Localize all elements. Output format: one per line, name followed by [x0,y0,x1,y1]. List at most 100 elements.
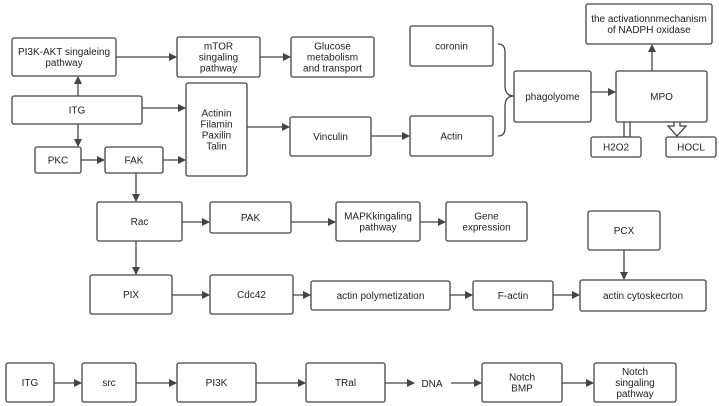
node-label-actinin: Paxilin [202,130,231,141]
node-box-gene [445,201,528,242]
node-pcx: PCX [587,210,661,251]
node-actin: Actin [409,115,494,157]
node-label-glucose: Glucose [314,41,351,52]
free-label-dna: DNA [421,379,442,390]
node-box-tral [305,362,386,403]
node-label-actinin: Actinin [201,108,231,119]
node-box-phagolyome [513,70,592,123]
node-label-pak: PAK [241,213,261,224]
node-box-hocl [665,136,717,158]
node-box-mpo [615,70,708,123]
node-label-mtor: singaling [199,52,238,63]
node-box-pkc [34,146,82,174]
node-label-notch_bmp: Notch [509,372,535,383]
node-box-notch_bmp [481,362,563,403]
node-h2o2: H2O2 [590,136,642,158]
node-cdc42: Cdc42 [209,274,294,315]
node-label-rac: Rac [131,217,149,228]
node-label-gene: expression [462,222,510,233]
node-src: src [81,362,137,403]
node-label-notch_path: singaling [615,378,654,389]
node-box-pix [89,274,173,315]
node-label-notch_path: pathway [616,389,653,400]
node-label-fak: FAK [125,155,144,166]
bracket-coronin-actin [497,43,515,137]
node-itg_top: ITG [11,95,143,125]
node-box-actinin [185,82,248,177]
edges-layer [54,44,656,387]
node-label-pix: PIX [123,290,139,301]
node-box-h2o2 [590,136,642,158]
node-label-cytosk: actin cytoskecrton [603,291,683,302]
node-tral: TRal [305,362,386,403]
node-box-coronin [409,25,494,67]
node-box-itg_top [11,95,143,125]
node-label-tral: TRal [335,378,356,389]
node-label-coronin: coronin [435,41,468,52]
node-label-notch_path: Notch [622,367,648,378]
node-box-rac [96,201,183,242]
node-pkc: PKC [34,146,82,174]
node-box-mtor [176,36,261,78]
node-fak: FAK [104,146,164,174]
node-rac: Rac [96,201,183,242]
node-mpo: MPO [615,70,708,123]
node-label-actin_poly: actin polymetization [337,291,425,302]
node-box-glucose [290,36,375,78]
node-box-src [81,362,137,403]
node-pix: PIX [89,274,173,315]
node-cytosk: actin cytoskecrton [579,279,707,312]
node-phagolyome: phagolyome [513,70,592,123]
node-factin: F-actin [472,280,554,311]
node-box-notch_path [593,362,677,403]
node-label-mtor: pathway [200,63,237,74]
node-box-cdc42 [209,274,294,315]
node-box-actin [409,115,494,157]
node-actin_poly: actin polymetization [310,280,451,311]
node-label-mapk: pathway [359,222,396,233]
labels-layer: DNA [421,379,442,390]
node-vinculin: Vinculin [289,116,372,157]
node-label-nadph: of NADPH oxidase [607,25,691,36]
node-label-pcx: PCX [614,226,635,237]
node-box-pi3k_akt [11,37,117,77]
node-label-notch_bmp: BMP [511,383,533,394]
node-box-vinculin [289,116,372,157]
node-itg_bot: ITG [5,362,55,403]
node-box-pcx [587,210,661,251]
node-label-pi3k: PI3K [206,378,228,389]
node-label-itg_bot: ITG [22,378,39,389]
node-label-phagolyome: phagolyome [525,92,580,103]
node-box-factin [472,280,554,311]
node-label-mapk: MAPKkingaling [344,211,412,222]
node-box-nadph [585,3,713,45]
node-coronin: coronin [409,25,494,67]
node-label-actin: Actin [440,131,462,142]
node-box-cytosk [579,279,707,312]
node-label-mpo: MPO [650,92,673,103]
node-label-hocl: HOCL [677,142,705,153]
node-box-itg_bot [5,362,55,403]
node-label-glucose: metabolism [307,52,358,63]
node-label-factin: F-actin [498,291,529,302]
node-label-h2o2: H2O2 [603,142,630,153]
node-label-gene: Gene [474,211,499,222]
node-label-cdc42: Cdc42 [237,290,266,301]
node-label-actinin: Filamin [200,119,232,130]
node-label-vinculin: Vinculin [313,132,348,143]
node-label-pi3k_akt: pathway [45,58,82,69]
node-box-pi3k [176,362,257,403]
node-hocl: HOCL [665,136,717,158]
node-label-pi3k_akt: PI3K-AKT singaleing [18,47,110,58]
node-box-fak [104,146,164,174]
node-box-actin_poly [310,280,451,311]
